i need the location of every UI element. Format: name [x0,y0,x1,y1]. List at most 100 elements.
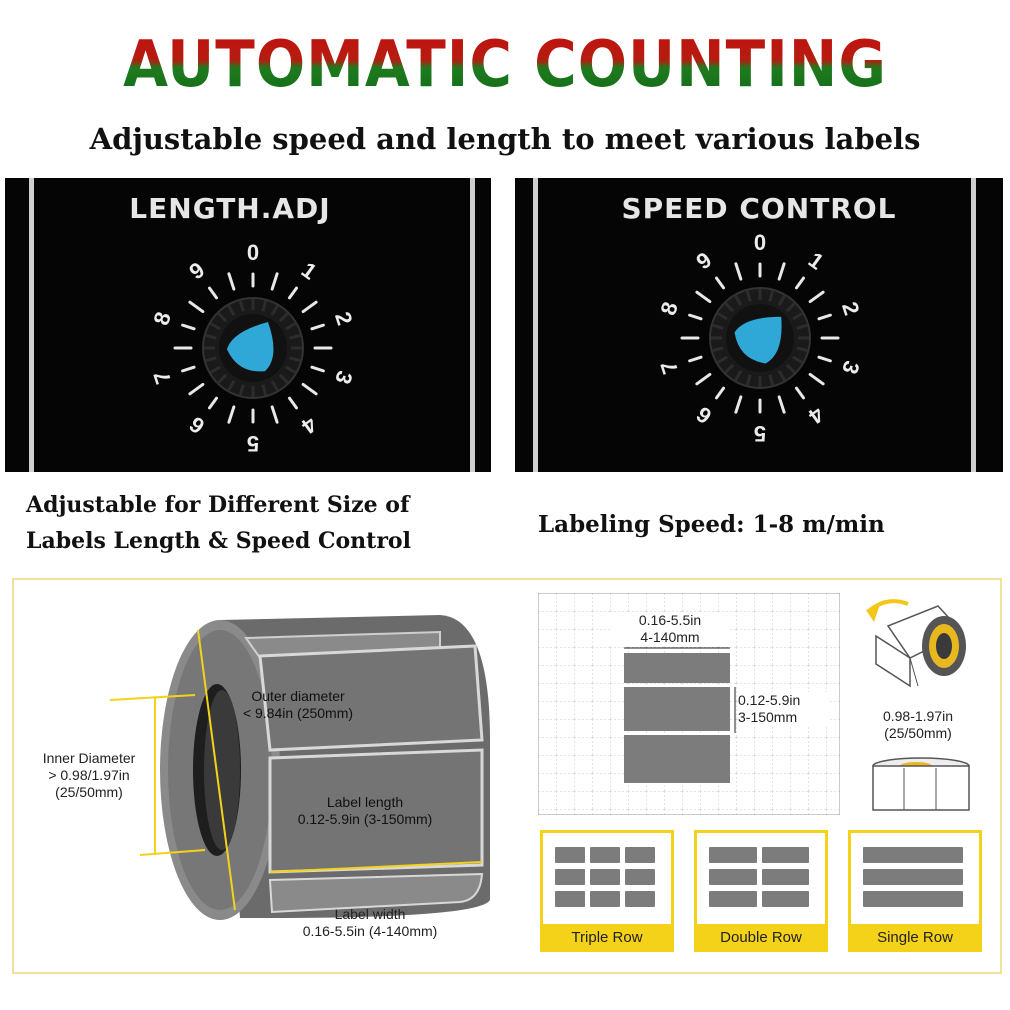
speed-control-knob-grip [777,294,786,306]
length-adj-tick [208,396,219,410]
double-row-label: Double Row [694,924,828,952]
speed-control-tick [715,386,726,400]
speed-control-knob-grip [796,323,808,330]
double-row-label-cell [709,891,757,907]
speed-control-tick [695,372,712,386]
speed-control-tick [715,276,726,290]
speed-control-tick [734,262,743,281]
length-adj-tick [188,382,205,396]
speed-control-tick [777,395,786,414]
speed-control-tick [794,386,805,400]
speed-control-number: 8 [655,299,683,318]
speed-control-tick [734,395,743,414]
grid-height-in: 0.12-5.9in [738,692,801,708]
double-row-label-cell [761,891,809,907]
inner-diameter-label: Inner Diameter > 0.98/1.97in (25/50mm) [24,750,154,801]
length-adj-tick [270,405,279,424]
inner-diameter-value: > 0.98/1.97in [48,767,130,783]
speed-control-tick [688,355,703,363]
length-adj-tick [301,300,318,314]
speed-control-knob-grip [792,312,804,321]
double-row-option[interactable]: Double Row [694,830,828,952]
label-length-title: Label length [326,794,404,810]
length-adj-knob-pointer[interactable] [222,311,287,379]
length-adj-tick [181,365,196,373]
length-adj-tick [287,286,298,300]
speed-control-tick [695,290,712,304]
triple-row-label-cell [590,891,620,907]
length-adj-knob-grip [238,300,245,312]
single-row-label-cell [863,891,963,907]
panel-edge-bar [470,178,475,472]
length-adj-tick [227,405,236,424]
length-adj-number: 7 [148,368,176,387]
speed-control-knob-grip [712,323,724,330]
length-adj-tick [310,323,325,331]
speed-control-knob-grip [734,370,743,382]
length-adj-tick [227,272,236,291]
caption-line-1: Adjustable for Different Size of [26,492,410,518]
length-adj-knob-grip [261,384,268,396]
main-title: AUTOMATIC COUNTING [0,27,1010,102]
length-adj-knob-grip [205,356,217,363]
label-length-value: 0.12-5.9in (3-150mm) [297,811,433,827]
speed-control-knob-grip [796,346,808,353]
speed-control-knob-grip [716,312,728,321]
length-adj-knob-grip [227,304,236,316]
outer-diameter-label: Outer diameter < 9.84in (250mm) [218,688,378,722]
panel-edge-bar [29,178,34,472]
speed-control-knob-grip [745,374,752,386]
length-adj-knob-grip [217,312,228,323]
caption-adjustable: Adjustable for Different Size of Labels … [26,487,486,559]
length-adj-number: 5 [247,431,259,456]
speed-control-number: 1 [804,247,829,274]
length-adj-knob-grip [238,384,245,396]
length-adj-tick [208,286,219,300]
speed-control-tick [817,313,832,321]
length-adj-number: 0 [247,240,259,265]
triple-row-option[interactable]: Triple Row [540,830,674,952]
speed-control-knob-grip [792,355,804,364]
length-adj-knob-grip [217,373,228,384]
caption-labeling-speed: Labeling Speed: 1-8 m/min [538,511,885,538]
single-row-label: Single Row [848,924,982,952]
speed-control-knob-grip [712,346,724,353]
length-adj-knob-grip [270,304,279,316]
length-adj-tick [270,272,279,291]
speed-control-number: 6 [692,402,717,429]
length-adj-tick [310,365,325,373]
grid-height-label: 0.12-5.9in 3-150mm [738,692,830,726]
length-adj-knob-grip [205,333,217,340]
triple-row-label-cell [590,847,620,863]
caption-line-2: Labels Length & Speed Control [26,528,411,554]
length-adj-knob-grip [285,365,297,374]
length-adj-number: 2 [330,309,358,328]
speed-control-number: 9 [692,247,717,274]
length-adj-tick [188,300,205,314]
length-adj-number: 1 [297,257,322,284]
speed-control-knob-pointer[interactable] [729,301,798,370]
inner-diameter-mm: (25/50mm) [55,784,123,800]
core-roll-illustration [872,757,970,811]
length-adj-knob-grip [285,322,297,331]
outer-diameter-value: < 9.84in (250mm) [242,705,354,721]
double-row-label-cell [709,869,757,885]
length-adj-knob-grip [227,380,236,392]
length-adj-number: 4 [296,412,321,440]
single-row-option[interactable]: Single Row [848,830,982,952]
grid-height-mm: 3-150mm [738,709,798,725]
speed-control-number: 2 [837,299,865,318]
core-size-mm: (25/50mm) [884,725,952,741]
speed-control-knob-grip [768,290,775,302]
speed-control-knob-grip [777,370,786,382]
core-size-in: 0.98-1.97in [882,708,954,724]
speed-control-knob-grip [716,355,728,364]
length-adj-tick [181,323,196,331]
length-adj-knob-grip [209,322,221,331]
length-adj-knob-grip [289,356,301,363]
speed-control-knob-grip [785,302,796,313]
speed-control-number: 4 [803,402,828,430]
